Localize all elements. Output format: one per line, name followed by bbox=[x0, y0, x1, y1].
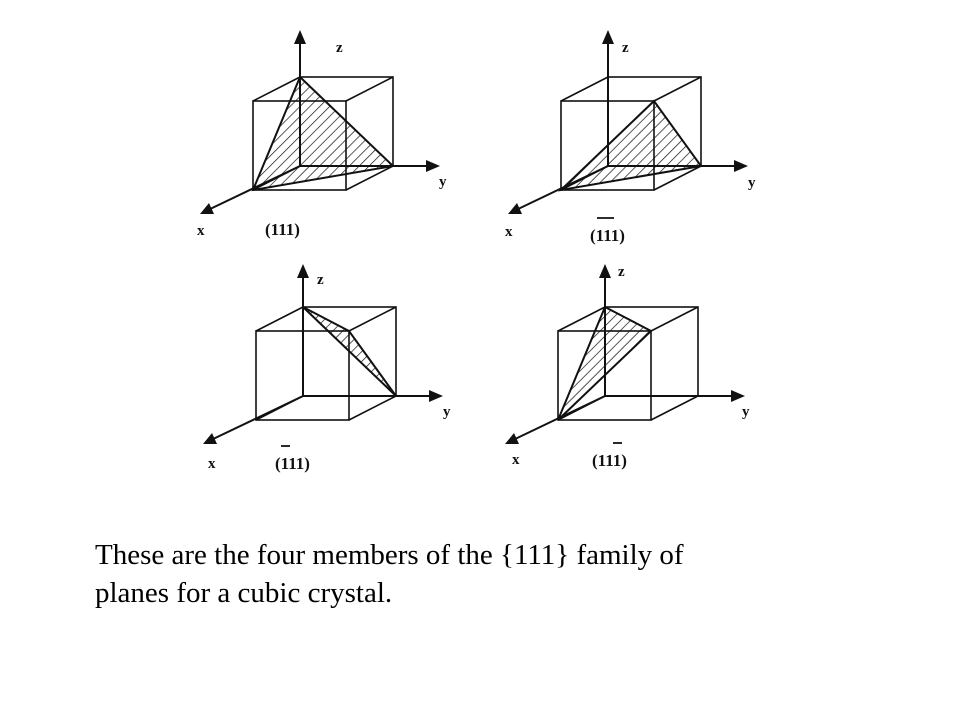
axis-x bbox=[508, 165, 609, 214]
axis-label-x: x bbox=[197, 223, 205, 239]
panel-bar1-1-1: z y x (111) bbox=[203, 264, 451, 473]
axis-z bbox=[602, 30, 614, 166]
axis-label-z: z bbox=[336, 40, 343, 56]
axis-label-z: z bbox=[622, 40, 629, 56]
axis-label-x: x bbox=[512, 452, 520, 468]
axis-z bbox=[599, 264, 611, 396]
axis-label-z: z bbox=[317, 272, 324, 288]
axis-z bbox=[294, 30, 306, 166]
axis-label-y: y bbox=[748, 175, 756, 191]
axis-y bbox=[605, 390, 745, 402]
axis-label-x: x bbox=[505, 224, 513, 240]
caption-line-1: These are the four members of the {111} … bbox=[95, 539, 684, 571]
panel-111: z y x (111) bbox=[197, 30, 447, 239]
caption-line-2: planes for a cubic crystal. bbox=[95, 577, 393, 609]
axis-x bbox=[200, 165, 301, 214]
axis-x bbox=[505, 395, 606, 444]
plane-label: (111) bbox=[275, 454, 310, 473]
plane-label: (111) bbox=[590, 226, 625, 245]
panel-1-1-bar1: z y x (111) bbox=[505, 264, 750, 470]
axis-z bbox=[297, 264, 309, 396]
caption: These are the four members of the {111} … bbox=[95, 536, 895, 612]
hatched-plane bbox=[251, 75, 396, 192]
axis-label-z: z bbox=[618, 264, 625, 280]
axis-x bbox=[203, 395, 304, 444]
plane-label: (111) bbox=[592, 451, 627, 470]
panel-1-bar1-1: z y x (111) bbox=[505, 30, 756, 245]
axis-y bbox=[608, 160, 748, 172]
axis-label-y: y bbox=[443, 404, 451, 420]
hatched-plane bbox=[302, 306, 397, 397]
axis-label-y: y bbox=[439, 174, 447, 190]
crystal-planes-figure: z y x (111) z y x (111) bbox=[197, 30, 756, 473]
plane-label: (111) bbox=[265, 220, 300, 239]
axis-y bbox=[300, 160, 440, 172]
axis-label-x: x bbox=[208, 456, 216, 472]
axis-y bbox=[303, 390, 443, 402]
axis-label-y: y bbox=[742, 404, 750, 420]
